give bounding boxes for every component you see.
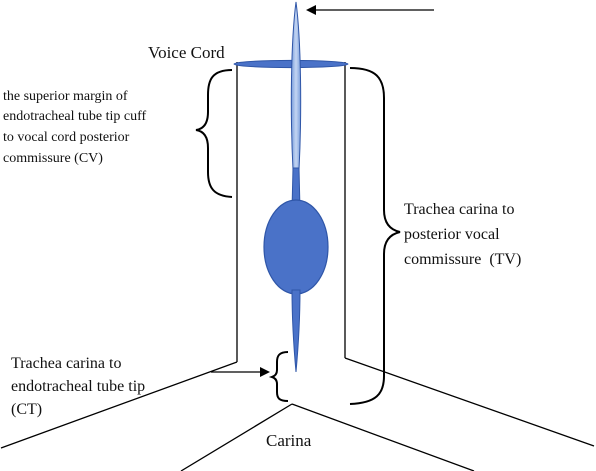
right-bronchus-outer: [344, 357, 595, 447]
carina-left-line: [180, 403, 293, 471]
cv-label-line-2: endotracheal tube tip cuff: [3, 109, 147, 124]
cv-brace: [195, 69, 233, 198]
ct-label-line-3: (CT): [11, 401, 42, 418]
endotracheal-tube-tip: [291, 289, 301, 373]
cv-label-line-1: the superior margin of: [3, 89, 128, 104]
cv-label-line-4: commissure (CV): [3, 151, 103, 166]
voice-cord-disc: [233, 59, 349, 69]
ct-label-line-1: Trachea carina to: [11, 355, 121, 372]
top-arrow-head: [306, 5, 316, 15]
ct-arrow-head: [260, 367, 270, 377]
tv-label: Trachea carina to posterior vocal commis…: [404, 201, 521, 268]
endotracheal-tube-upper: [290, 1, 302, 171]
ct-label-line-2: endotracheal tube tip: [11, 378, 145, 395]
left-bronchus-outer: [0, 361, 238, 449]
carina-label: Carina: [266, 431, 312, 450]
voice-cord-label: Voice Cord: [148, 43, 225, 62]
cv-label: the superior margin of endotracheal tube…: [3, 89, 150, 166]
cv-label-line-3: to vocal cord posterior: [3, 130, 130, 145]
tv-brace: [349, 67, 401, 405]
tv-label-line-1: Trachea carina to: [404, 201, 514, 218]
ct-brace: [268, 351, 289, 402]
ct-label: Trachea carina to endotracheal tube tip …: [11, 355, 149, 418]
carina-right-line: [291, 403, 475, 471]
tv-label-line-2: posterior vocal: [404, 226, 500, 243]
tv-label-line-3: commissure (TV): [404, 251, 521, 268]
endotracheal-tube-cuff: [263, 199, 329, 295]
